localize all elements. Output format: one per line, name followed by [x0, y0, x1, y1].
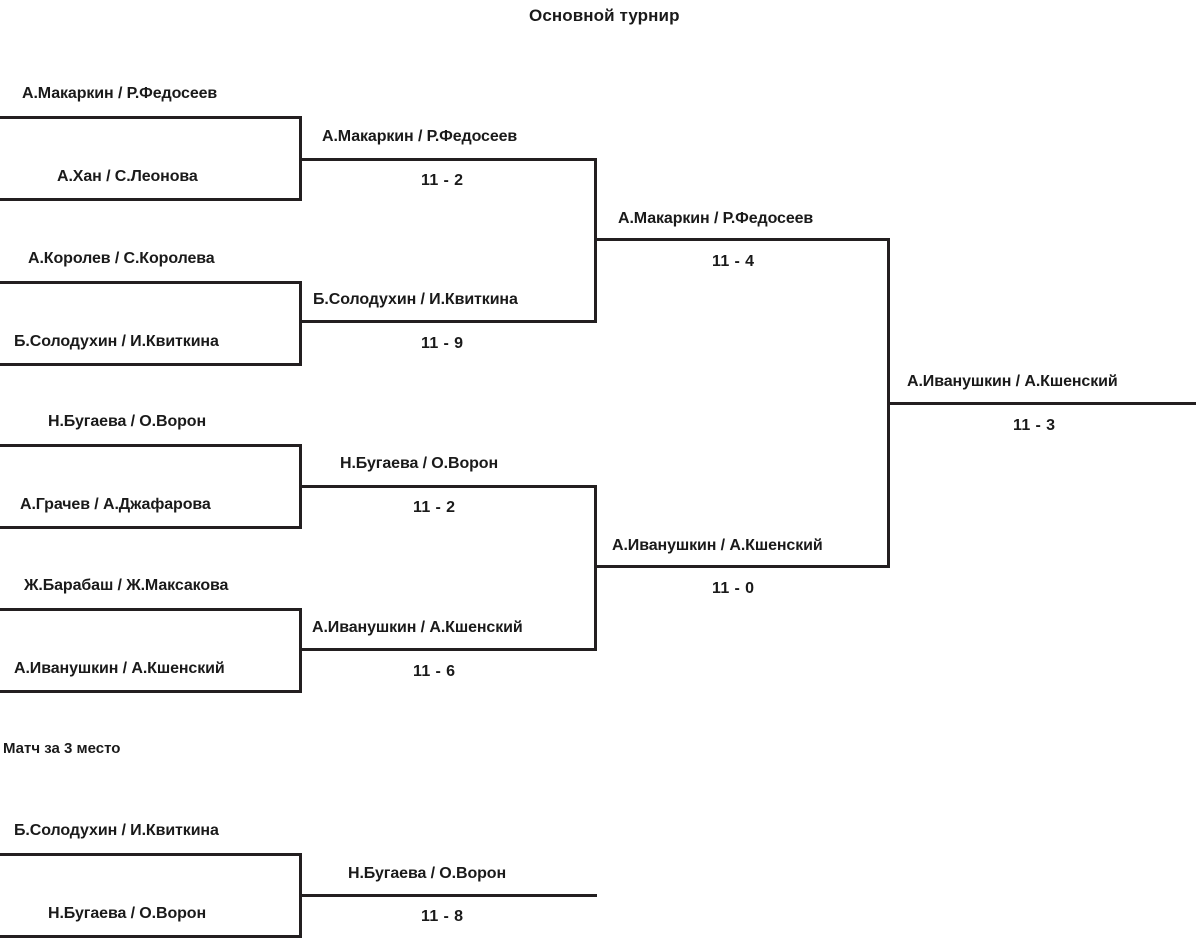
round1-match3-bottom-player: А.Грачев / А.Джафарова: [20, 496, 211, 513]
round1-match2-bottom-player: Б.Солодухин / И.Квиткина: [14, 333, 219, 350]
third-place-score: 11 - 8: [421, 908, 464, 925]
round1-match1-bottom-line: [0, 198, 302, 201]
round1-match3-bottom-line: [0, 526, 302, 529]
round1-match2-bottom-line: [0, 363, 302, 366]
round1-match4-bottom-player: А.Иванушкин / А.Кшенский: [14, 660, 225, 677]
third-place-result-line: [300, 894, 597, 897]
round1-match1-top-player: А.Макаркин / Р.Федосеев: [22, 85, 218, 102]
round1-match4-bottom-line: [0, 690, 302, 693]
round2-match3-score: 11 - 2: [413, 499, 456, 516]
round1-match4-top-player: Ж.Барабаш / Ж.Максакова: [24, 577, 229, 594]
round3-match1-line: [595, 238, 890, 241]
round1-match1-top-line: [0, 116, 302, 119]
round2-match1-line: [300, 158, 597, 161]
round2-match4-winner: А.Иванушкин / А.Кшенский: [312, 619, 523, 636]
final-line: [888, 402, 1196, 405]
round2-match1-winner: А.Макаркин / Р.Федосеев: [322, 128, 518, 145]
round3-match2-winner: А.Иванушкин / А.Кшенский: [612, 537, 823, 554]
round1-match2-top-line: [0, 281, 302, 284]
third-place-bottom-player: Н.Бугаева / О.Ворон: [48, 905, 207, 922]
third-place-winner: Н.Бугаева / О.Ворон: [348, 865, 507, 882]
third-place-section-title: Матч за 3 место: [3, 740, 121, 757]
page-title: Основной турнир: [529, 6, 680, 25]
round2-match2-score: 11 - 9: [421, 335, 464, 352]
round2-match3-line: [300, 485, 597, 488]
round2-match2-line: [300, 320, 597, 323]
round3-match2-score: 11 - 0: [712, 580, 755, 597]
round3-match2-line: [595, 565, 890, 568]
final-winner: А.Иванушкин / А.Кшенский: [907, 373, 1118, 390]
round1-match2-connector: [299, 281, 302, 366]
round2-match4-line: [300, 648, 597, 651]
third-place-bottom-line: [0, 935, 302, 938]
third-place-top-line: [0, 853, 302, 856]
round2-match1-score: 11 - 2: [421, 172, 464, 189]
round1-match4-top-line: [0, 608, 302, 611]
round2-match3-winner: Н.Бугаева / О.Ворон: [340, 455, 499, 472]
round1-match2-top-player: А.Королев / С.Королева: [28, 250, 215, 267]
round2-match2-winner: Б.Солодухин / И.Квиткина: [313, 291, 518, 308]
round3-match1-score: 11 - 4: [712, 253, 755, 270]
round2-match4-score: 11 - 6: [413, 663, 456, 680]
round1-match3-top-line: [0, 444, 302, 447]
final-score: 11 - 3: [1013, 417, 1056, 434]
round1-match3-top-player: Н.Бугаева / О.Ворон: [48, 413, 207, 430]
third-place-top-player: Б.Солодухин / И.Квиткина: [14, 822, 219, 839]
round3-match1-winner: А.Макаркин / Р.Федосеев: [618, 210, 814, 227]
round1-match1-bottom-player: А.Хан / С.Леонова: [57, 168, 198, 185]
